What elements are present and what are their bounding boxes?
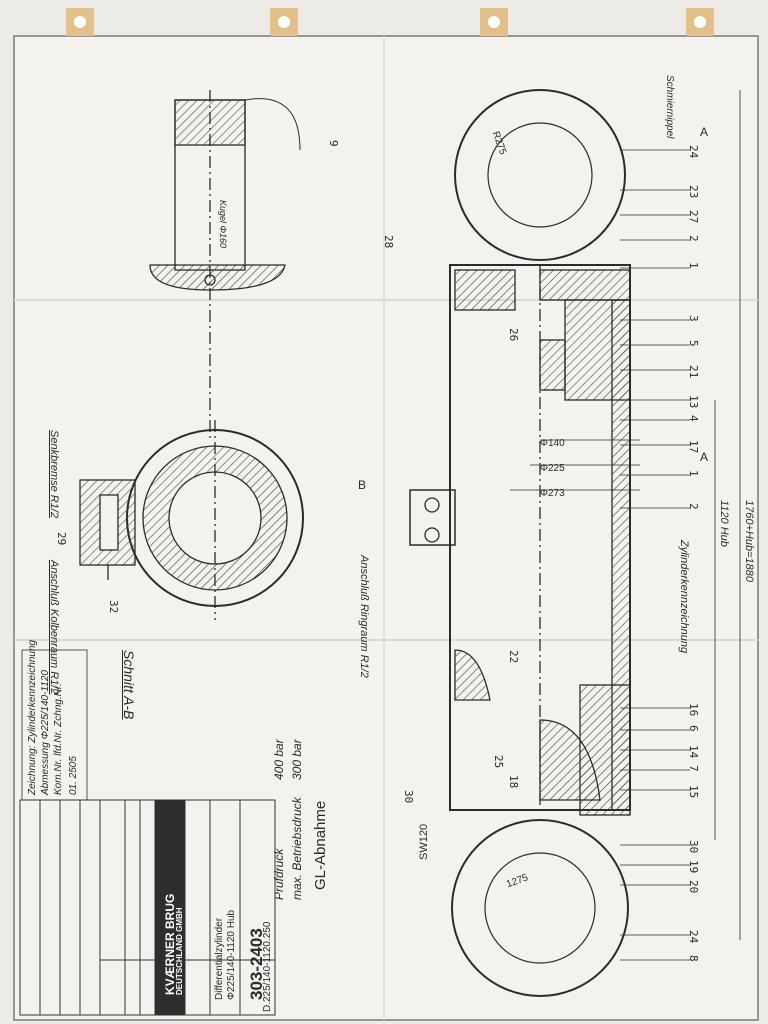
marker-b: B (358, 478, 367, 492)
position-number: 8 (687, 955, 700, 962)
position-number: 30 (402, 790, 415, 804)
position-number: 2 (687, 235, 700, 242)
note-line-4: 01. 2505 (68, 756, 79, 795)
note-line-3: Kom.Nr. lfd.Nr. Zchng.Nr. (53, 683, 64, 795)
diam-225-label: Φ225 (540, 463, 565, 474)
binding-tabs (66, 8, 714, 36)
position-number: 4 (687, 415, 700, 422)
stroke-label: 1120 Hub (718, 500, 730, 547)
title-block (19, 799, 276, 1016)
position-number: 3 (687, 315, 700, 322)
connection-label: Anschluß Kolbenraum R1/2 (48, 560, 60, 695)
ball-label: Kugel Φ160 (218, 200, 228, 249)
brake-label: Senkbremse R1/2 (48, 430, 60, 519)
pressure-value: 300 bar (290, 739, 304, 780)
position-number: 9 (327, 140, 340, 147)
marker-a-top: A (700, 125, 709, 139)
diam-140-label: Φ140 (540, 438, 565, 449)
position-number: 32 (107, 600, 120, 614)
position-number: 22 (507, 650, 520, 664)
position-number: 15 (687, 785, 700, 799)
section-label: Schnitt A-B (121, 650, 137, 720)
position-number: 20 (687, 880, 700, 894)
test-value: 400 bar (272, 739, 286, 780)
position-number: 24 (687, 145, 700, 159)
position-number: 30 (687, 840, 700, 854)
position-number: 23 (687, 185, 700, 199)
position-number: 26 (507, 328, 520, 342)
position-number: 19 (687, 860, 700, 874)
sw-label: SW120 (418, 823, 430, 860)
test-label: Prüfdruck (272, 848, 286, 900)
acceptance-title: GL-Abnahme (312, 800, 329, 890)
position-number: 29 (55, 532, 68, 546)
ring-connection-label: Anschluß Ringraum R1/2 (358, 555, 370, 678)
pressure-label: max. Betriebsdruck (290, 797, 304, 900)
position-number: 7 (687, 765, 700, 772)
position-number: 28 (382, 235, 395, 249)
doc-code: D.225/140-1120.250 (262, 921, 273, 1012)
position-number: 27 (687, 210, 700, 224)
position-number: 21 (687, 365, 700, 379)
position-number: 13 (687, 395, 700, 409)
position-number: 16 (687, 703, 700, 717)
company-sub: DEUTSCHLAND GMBH (175, 907, 184, 995)
position-number: 1 (687, 470, 700, 477)
position-number: 2 (687, 503, 700, 510)
position-number: 25 (492, 755, 505, 769)
position-number: 6 (687, 725, 700, 732)
identifier-label: Zylinderkennzeichnung (678, 540, 690, 654)
part-name: Differentialzylinder (214, 917, 225, 1000)
position-number: 18 (507, 775, 520, 789)
position-number: 24 (687, 930, 700, 944)
position-number: 14 (687, 745, 700, 759)
section-a-b-view (79, 420, 304, 620)
ball-joint-detail (149, 90, 301, 440)
position-number: 1 (687, 262, 700, 269)
length-label: 1760+Hub=1880 (743, 500, 755, 582)
part-dimensions: Φ225/140-1120 Hub (226, 909, 237, 1000)
cylinder-main-view (409, 89, 741, 997)
diam-273-label: Φ273 (540, 488, 565, 499)
grease-label: Schmiernippel (664, 75, 675, 139)
position-number: 17 (687, 440, 700, 454)
note-line-1: Zeichnung: Zylinderkennzeichnung (27, 639, 38, 795)
position-number: 5 (687, 340, 700, 347)
marker-a-mid: A (700, 450, 709, 464)
